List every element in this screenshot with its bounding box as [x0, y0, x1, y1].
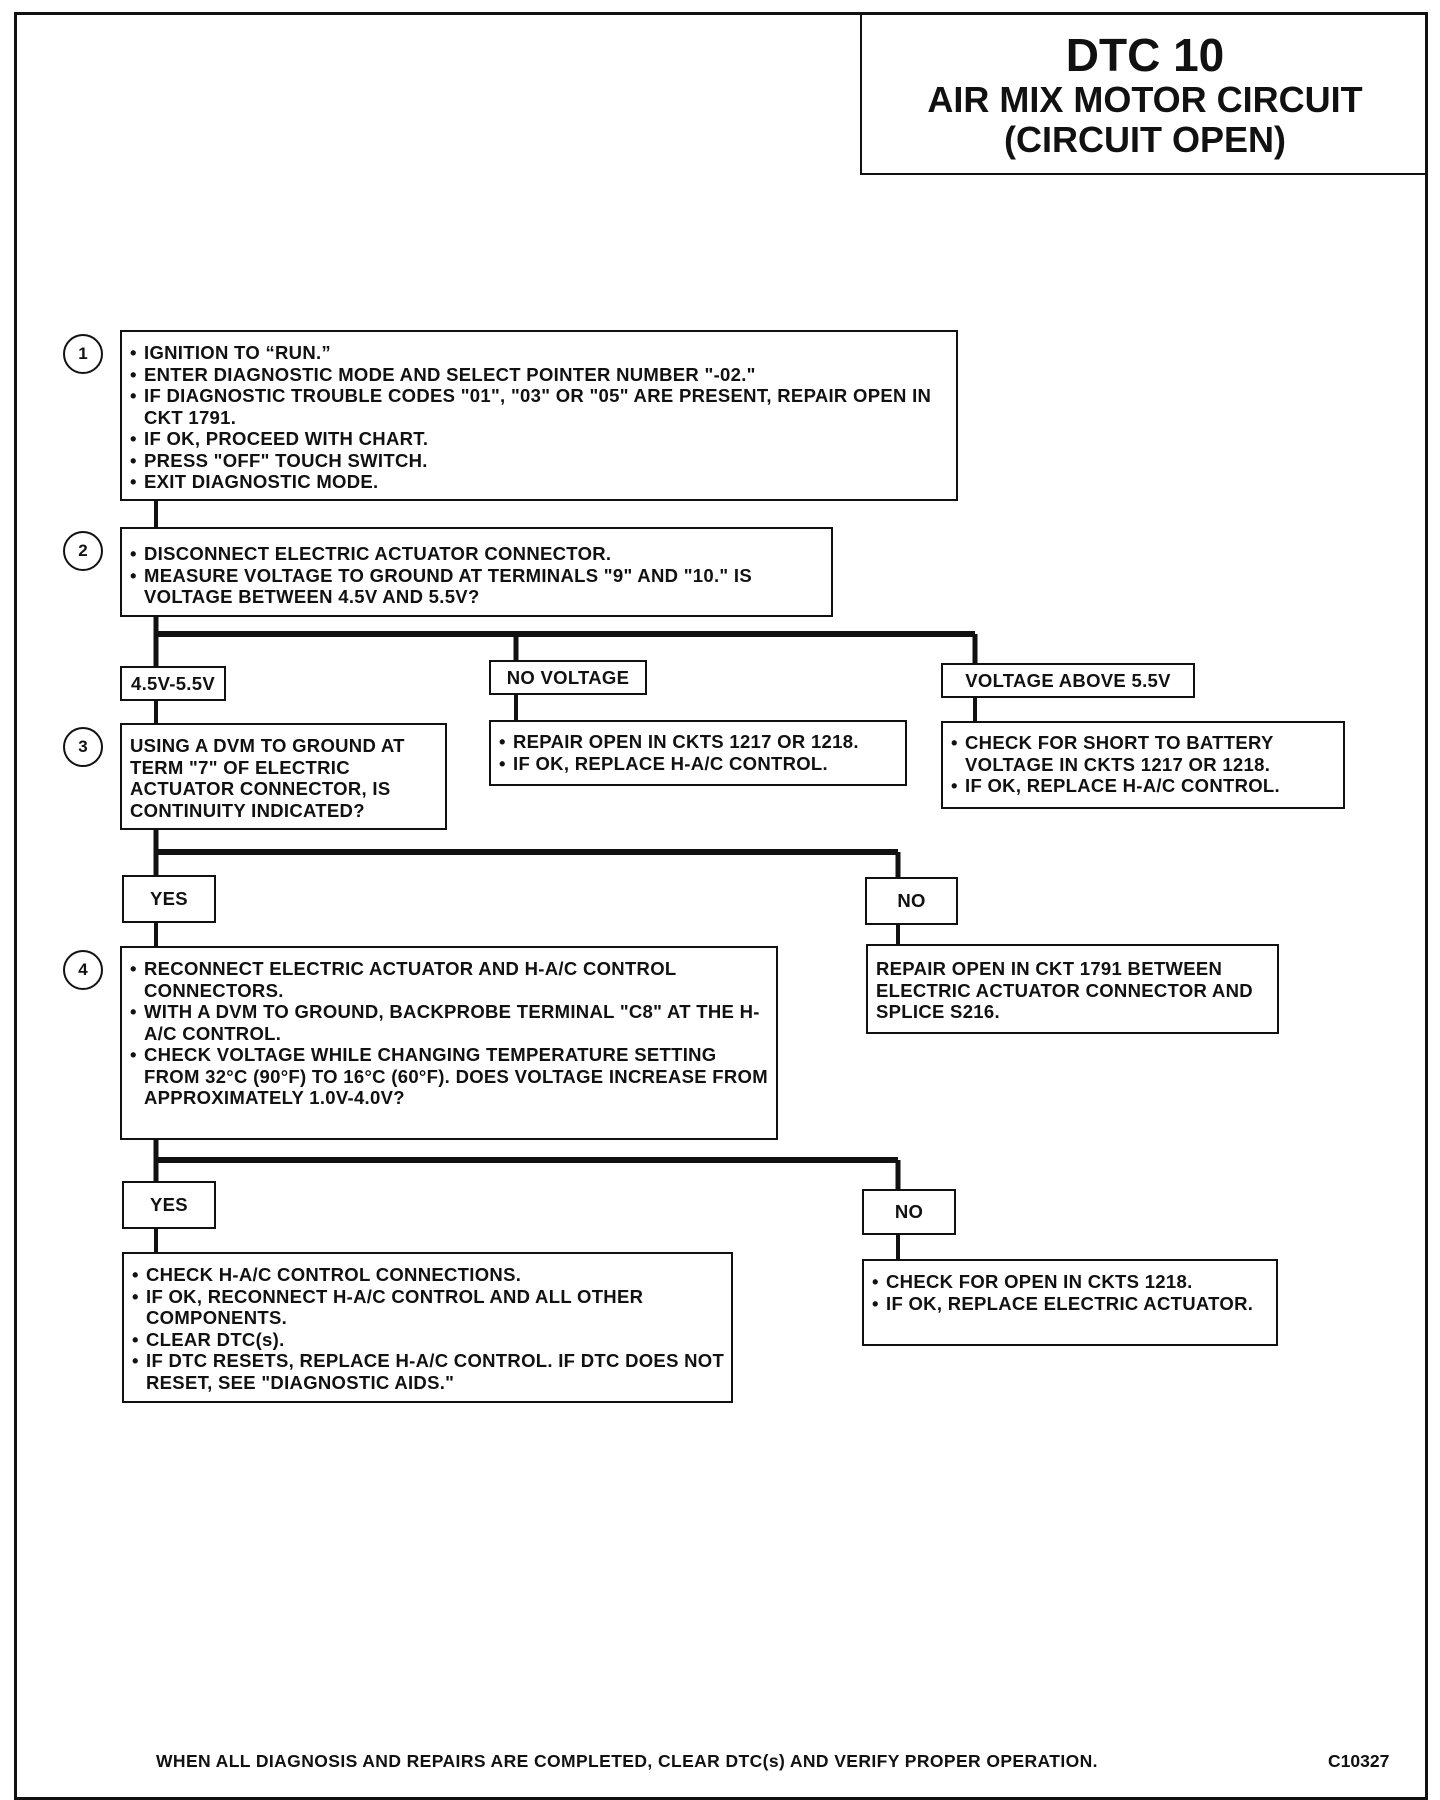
- step-4-yes-action-box: CHECK H-A/C CONTROL CONNECTIONS. IF OK, …: [122, 1252, 733, 1403]
- step-2-box: DISCONNECT ELECTRIC ACTUATOR CONNECTOR. …: [120, 527, 833, 617]
- step-4-box: RECONNECT ELECTRIC ACTUATOR AND H-A/C CO…: [120, 946, 778, 1140]
- step-3-no-action-text: REPAIR OPEN IN CKT 1791 BETWEEN ELECTRIC…: [876, 958, 1253, 1022]
- step-4-yes-bullet: CLEAR DTC(s).: [124, 1329, 731, 1351]
- step-4-yes-bullet: CHECK H-A/C CONTROL CONNECTIONS.: [124, 1264, 731, 1286]
- step-3-yes-label: YES: [122, 875, 216, 923]
- step-1-bullet: EXIT DIAGNOSTIC MODE.: [122, 471, 956, 493]
- step-3-box: USING A DVM TO GROUND AT TERM "7" OF ELE…: [120, 723, 447, 830]
- step-1-bullet: IF DIAGNOSTIC TROUBLE CODES "01", "03" O…: [122, 385, 956, 428]
- step-1-bullet: IF OK, PROCEED WITH CHART.: [122, 428, 956, 450]
- step-4-yes-label: YES: [122, 1181, 216, 1229]
- step-4-no-bullet: CHECK FOR OPEN IN CKTS 1218.: [864, 1271, 1276, 1293]
- no-voltage-action-box: REPAIR OPEN IN CKTS 1217 OR 1218. IF OK,…: [489, 720, 907, 786]
- no-voltage-bullet: REPAIR OPEN IN CKTS 1217 OR 1218.: [491, 731, 905, 753]
- step-1-bullet: PRESS "OFF" TOUCH SWITCH.: [122, 450, 956, 472]
- figure-id: C10327: [1328, 1751, 1390, 1771]
- branch-label-voltage-ok: 4.5V-5.5V: [120, 666, 226, 701]
- step-3-no-label: NO: [865, 877, 958, 925]
- voltage-above-action-box: CHECK FOR SHORT TO BATTERY VOLTAGE IN CK…: [941, 721, 1345, 809]
- step-3-marker: 3: [63, 727, 103, 767]
- step-3-no-action-box: REPAIR OPEN IN CKT 1791 BETWEEN ELECTRIC…: [866, 944, 1279, 1034]
- step-4-bullet: WITH A DVM TO GROUND, BACKPROBE TERMINAL…: [122, 1001, 776, 1044]
- step-4-bullet: RECONNECT ELECTRIC ACTUATOR AND H-A/C CO…: [122, 958, 776, 1001]
- voltage-above-bullet: CHECK FOR SHORT TO BATTERY VOLTAGE IN CK…: [943, 732, 1343, 775]
- step-2-bullet: MEASURE VOLTAGE TO GROUND AT TERMINALS "…: [122, 565, 831, 608]
- step-4-bullet: CHECK VOLTAGE WHILE CHANGING TEMPERATURE…: [122, 1044, 776, 1109]
- step-1-bullet: ENTER DIAGNOSTIC MODE AND SELECT POINTER…: [122, 364, 956, 386]
- step-4-no-bullet: IF OK, REPLACE ELECTRIC ACTUATOR.: [864, 1293, 1276, 1315]
- branch-label-voltage-above: VOLTAGE ABOVE 5.5V: [941, 663, 1195, 698]
- title-block: DTC 10 AIR MIX MOTOR CIRCUIT (CIRCUIT OP…: [860, 12, 1428, 175]
- title-line-2: (CIRCUIT OPEN): [1004, 119, 1286, 160]
- step-1-box: IGNITION TO “RUN.” ENTER DIAGNOSTIC MODE…: [120, 330, 958, 501]
- footer-note: WHEN ALL DIAGNOSIS AND REPAIRS ARE COMPL…: [156, 1751, 1098, 1771]
- step-2-bullet: DISCONNECT ELECTRIC ACTUATOR CONNECTOR.: [122, 543, 831, 565]
- title-line-1: AIR MIX MOTOR CIRCUIT: [927, 79, 1363, 120]
- dtc-code-title: DTC 10: [1065, 29, 1225, 81]
- step-3-question: USING A DVM TO GROUND AT TERM "7" OF ELE…: [130, 735, 405, 821]
- step-4-no-action-box: CHECK FOR OPEN IN CKTS 1218. IF OK, REPL…: [862, 1259, 1278, 1346]
- branch-label-no-voltage: NO VOLTAGE: [489, 660, 647, 695]
- no-voltage-bullet: IF OK, REPLACE H-A/C CONTROL.: [491, 753, 905, 775]
- step-4-yes-bullet: IF DTC RESETS, REPLACE H-A/C CONTROL. IF…: [124, 1350, 731, 1393]
- voltage-above-bullet: IF OK, REPLACE H-A/C CONTROL.: [943, 775, 1343, 797]
- step-2-marker: 2: [63, 531, 103, 571]
- step-1-marker: 1: [63, 334, 103, 374]
- step-1-bullet: IGNITION TO “RUN.”: [122, 342, 956, 364]
- step-4-marker: 4: [63, 950, 103, 990]
- step-4-yes-bullet: IF OK, RECONNECT H-A/C CONTROL AND ALL O…: [124, 1286, 731, 1329]
- step-4-no-label: NO: [862, 1189, 956, 1235]
